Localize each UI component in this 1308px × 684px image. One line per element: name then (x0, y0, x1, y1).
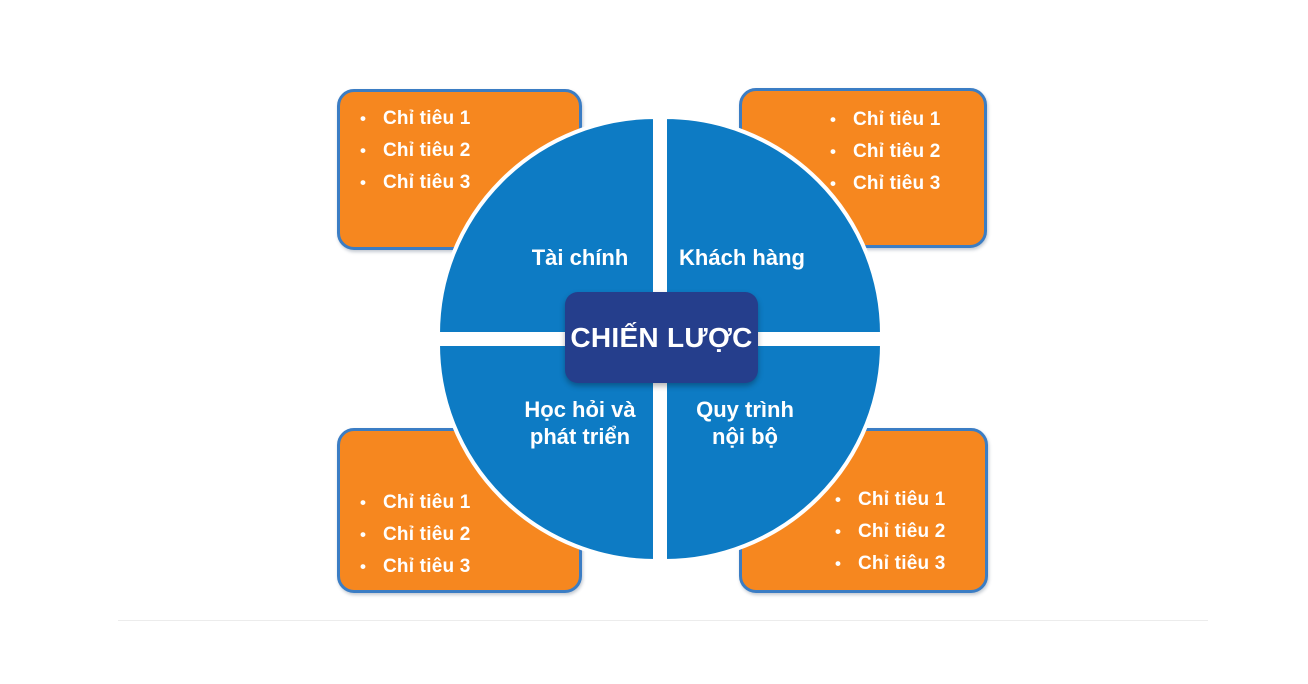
quadrant-label-learning-line2: phát triển (529, 424, 631, 449)
kpi-item: • Chỉ tiêu 3 (835, 548, 946, 580)
quadrant-learning-shape (435, 342, 657, 564)
kpi-list: • Chỉ tiêu 1 • Chỉ tiêu 2 • Chỉ tiêu 3 (360, 487, 471, 583)
bullet-icon: • (835, 554, 841, 573)
quadrant-label-learning: Học hỏi và phát triển (524, 396, 635, 450)
kpi-item-label: Chỉ tiêu 1 (858, 489, 946, 510)
quadrant-label-customer: Khách hàng (679, 245, 805, 270)
bullet-icon: • (835, 522, 841, 541)
bullet-icon: • (360, 109, 366, 128)
kpi-item-label: Chỉ tiêu 2 (858, 521, 946, 542)
kpi-item: • Chỉ tiêu 3 (830, 168, 941, 200)
bullet-icon: • (360, 525, 366, 544)
quadrant-customer-shape (663, 114, 885, 336)
strategy-label: CHIẾN LƯỢC (570, 321, 753, 353)
kpi-item-label: Chỉ tiêu 2 (383, 140, 471, 161)
kpi-list: • Chỉ tiêu 1 • Chỉ tiêu 2 • Chỉ tiêu 3 (830, 104, 941, 200)
quadrant-label-internal-process: Quy trình nội bộ (696, 396, 794, 450)
kpi-list: • Chỉ tiêu 1 • Chỉ tiêu 2 • Chỉ tiêu 3 (360, 103, 471, 199)
bullet-icon: • (830, 110, 836, 129)
kpi-item: • Chỉ tiêu 3 (360, 167, 471, 199)
quadrant-label-learning-line1: Học hỏi và (524, 397, 636, 422)
bullet-icon: • (830, 142, 836, 161)
kpi-item-label: Chỉ tiêu 3 (858, 553, 946, 574)
kpi-item-label: Chỉ tiêu 1 (383, 108, 471, 129)
quadrant-label-finance: Tài chính (531, 245, 629, 270)
kpi-item: • Chỉ tiêu 2 (360, 519, 471, 551)
bullet-icon: • (360, 493, 366, 512)
kpi-item-label: Chỉ tiêu 3 (383, 556, 471, 577)
bullet-icon: • (835, 490, 841, 509)
bullet-icon: • (360, 557, 366, 576)
kpi-item: • Chỉ tiêu 1 (830, 104, 941, 136)
kpi-item: • Chỉ tiêu 1 (360, 487, 471, 519)
bullet-icon: • (830, 174, 836, 193)
quadrant-finance-shape (435, 114, 657, 336)
kpi-item: • Chỉ tiêu 1 (360, 103, 471, 135)
kpi-item-label: Chỉ tiêu 1 (853, 109, 941, 130)
quadrant-process-shape (663, 342, 885, 564)
kpi-item: • Chỉ tiêu 2 (360, 135, 471, 167)
bullet-icon: • (360, 173, 366, 192)
faint-divider-line (118, 620, 1208, 621)
kpi-list: • Chỉ tiêu 1 • Chỉ tiêu 2 • Chỉ tiêu 3 (835, 484, 946, 580)
kpi-item-label: Chỉ tiêu 3 (383, 172, 471, 193)
strategy-center-box: CHIẾN LƯỢC (565, 292, 758, 383)
quadrant-label-process-line1: Quy trình (696, 397, 794, 422)
kpi-item: • Chỉ tiêu 1 (835, 484, 946, 516)
kpi-item: • Chỉ tiêu 2 (830, 136, 941, 168)
bullet-icon: • (360, 141, 366, 160)
kpi-item: • Chỉ tiêu 3 (360, 551, 471, 583)
quadrant-label-process-line2: nội bộ (712, 424, 778, 449)
kpi-item-label: Chỉ tiêu 3 (853, 173, 941, 194)
kpi-item: • Chỉ tiêu 2 (835, 516, 946, 548)
kpi-item-label: Chỉ tiêu 1 (383, 492, 471, 513)
kpi-item-label: Chỉ tiêu 2 (853, 141, 941, 162)
kpi-item-label: Chỉ tiêu 2 (383, 524, 471, 545)
